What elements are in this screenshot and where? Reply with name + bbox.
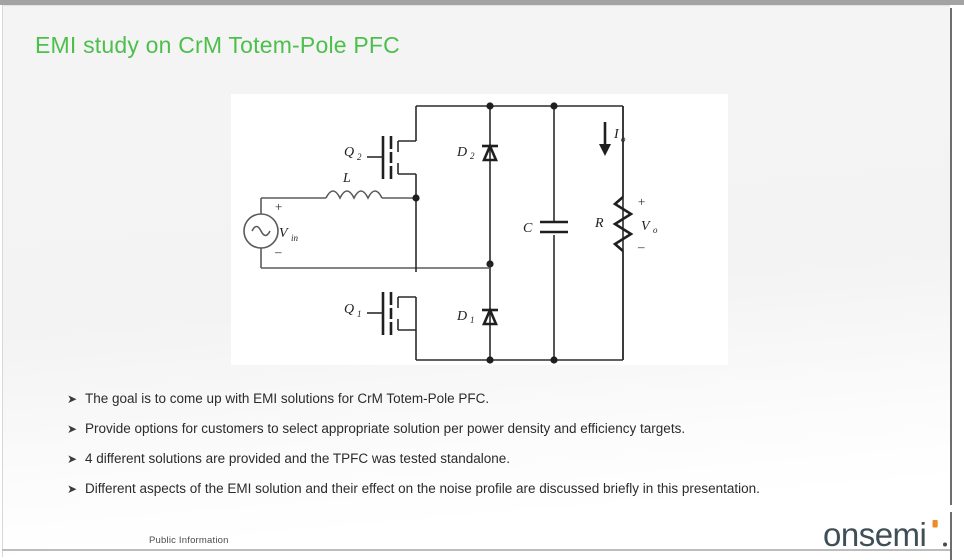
svg-text:C: C [523,221,533,236]
svg-text:+: + [275,199,282,214]
svg-text:–: – [637,239,645,254]
bullet-arrow-icon: ➤ [67,482,78,496]
footer-confidentiality-note: Public Information [149,535,229,546]
svg-text:in: in [291,233,299,243]
svg-text:I: I [613,127,620,142]
list-item: ➤ The goal is to come up with EMI soluti… [67,390,887,408]
svg-text:V: V [641,219,651,234]
svg-text:R: R [594,216,604,231]
svg-text:1: 1 [357,309,362,319]
window-top-bar [0,0,964,5]
page-right-edge-rule [950,8,952,505]
list-item: ➤ 4 different solutions are provided and… [67,450,887,468]
onsemi-logo: onsemi [823,516,950,557]
bullet-arrow-icon: ➤ [67,392,78,406]
bullet-text: 4 different solutions are provided and t… [85,451,511,466]
slide-page: EMI study on CrM Totem-Pole PFC .wire{st… [2,5,950,557]
bullet-list: ➤ The goal is to come up with EMI soluti… [67,390,887,498]
svg-text:Q: Q [344,145,354,160]
svg-text:o: o [653,225,658,235]
list-item: ➤ Different aspects of the EMI solution … [67,480,887,498]
circuit-figure-panel: .wire{stroke:#5b5b5b;stroke-width:1.6;fi… [231,94,728,365]
list-item: ➤ Provide options for customers to selec… [67,420,887,438]
svg-text:2: 2 [357,152,362,162]
svg-text:L: L [342,171,351,186]
svg-text:V: V [279,226,289,241]
bullet-text: The goal is to come up with EMI solution… [85,391,490,406]
page-right-edge-rule-lower [950,512,952,560]
page-title: EMI study on CrM Totem-Pole PFC [35,32,400,58]
svg-text:–: – [274,244,282,259]
svg-text:D: D [456,309,467,324]
totem-pole-pfc-schematic: .wire{stroke:#5b5b5b;stroke-width:1.6;fi… [243,102,658,364]
svg-text:o: o [621,134,626,144]
svg-text:Q: Q [344,302,354,317]
svg-text:1: 1 [470,315,475,325]
bullet-arrow-icon: ➤ [67,422,78,436]
footer-divider [2,549,950,551]
bullet-text: Different aspects of the EMI solution an… [85,481,760,496]
svg-text:+: + [638,194,645,209]
svg-text:onsemi: onsemi [823,516,926,553]
svg-text:2: 2 [470,151,475,161]
bullet-text: Provide options for customers to select … [85,421,686,436]
bullet-arrow-icon: ➤ [67,452,78,466]
svg-text:D: D [456,145,467,160]
